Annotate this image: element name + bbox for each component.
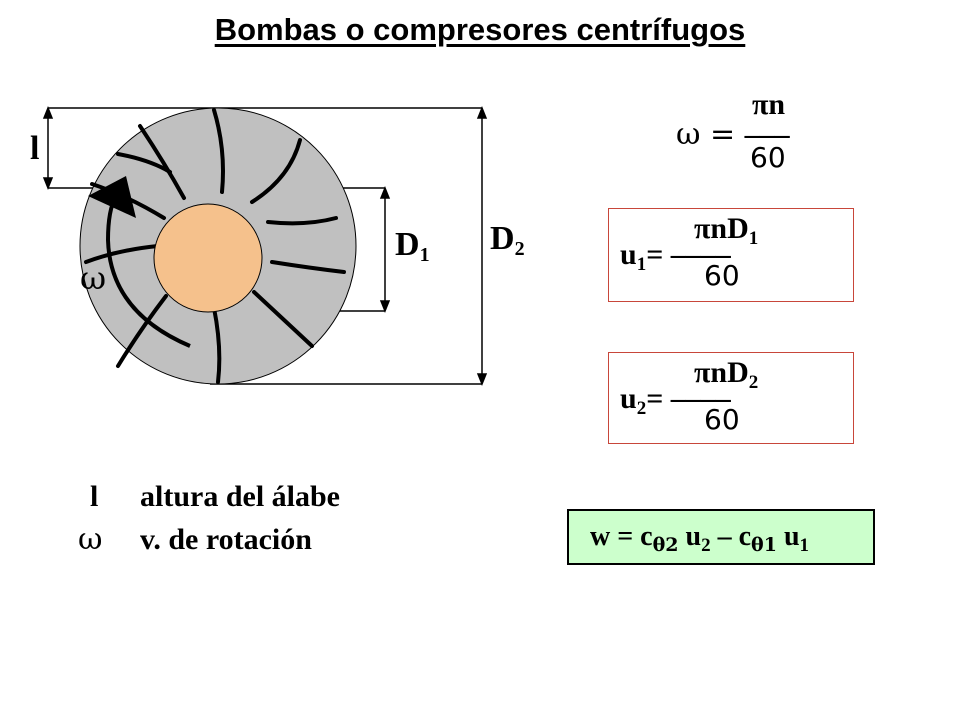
u2-numerator-base: πnD bbox=[694, 356, 749, 389]
u1-formula-box bbox=[608, 208, 854, 302]
legend-text: altura del álabe bbox=[140, 480, 340, 513]
label-d2: D2 bbox=[490, 220, 525, 260]
label-d2-base: D bbox=[490, 220, 515, 257]
omega-denominator: 60 bbox=[750, 141, 786, 174]
label-d1: D1 bbox=[395, 226, 430, 266]
u2-numerator-sub: 2 bbox=[748, 372, 759, 393]
u2-eq: = bbox=[646, 382, 671, 415]
omega-lhs: ω = ‒‒‒ bbox=[676, 120, 790, 150]
u1-numerator-base: πnD bbox=[694, 212, 749, 245]
work-sub-2: 2 bbox=[701, 535, 711, 556]
work-minus: – c bbox=[710, 521, 752, 552]
u2-formula-box bbox=[608, 352, 854, 444]
legend-item-omega: ω v. de rotación bbox=[78, 525, 312, 555]
blade bbox=[116, 152, 172, 174]
blade bbox=[138, 124, 186, 200]
u1-lhs: u1= ‒‒‒‒ bbox=[620, 238, 731, 275]
label-d2-sub: 2 bbox=[514, 238, 525, 260]
work-end: u bbox=[776, 521, 800, 552]
work-equation-box bbox=[567, 509, 875, 565]
omega-numerator: πn bbox=[752, 88, 786, 121]
blade bbox=[212, 108, 225, 194]
omega-fraction-bar: ‒‒‒ bbox=[744, 118, 790, 151]
work-equation: w = cθ2 u2 – cθ1 u1 bbox=[590, 521, 810, 556]
rotation-arc bbox=[105, 195, 191, 348]
dimension-arrows bbox=[42, 105, 488, 387]
page-title: Bombas o compresores centrífugos bbox=[214, 12, 746, 47]
legend-symbol: ω bbox=[78, 522, 103, 557]
u1-lhs-base: u bbox=[620, 238, 637, 271]
work-sub-1: 1 bbox=[799, 535, 810, 556]
u2-lhs-sub: 2 bbox=[636, 398, 647, 419]
u1-numerator: πnD1 bbox=[694, 212, 759, 249]
u2-fraction-bar: ‒‒‒‒ bbox=[670, 382, 731, 415]
u1-lhs-sub: 1 bbox=[636, 254, 647, 275]
blade bbox=[84, 244, 160, 264]
label-d1-sub: 1 bbox=[419, 244, 430, 266]
impeller-blades bbox=[84, 108, 346, 384]
omega-lhs-text: ω = bbox=[676, 117, 745, 152]
legend-item-l: l altura del álabe bbox=[90, 482, 340, 512]
label-d1-base: D bbox=[395, 226, 420, 263]
work-sub-theta1: θ1 bbox=[751, 534, 777, 556]
label-omega: ω bbox=[80, 259, 107, 297]
legend-text: v. de rotación bbox=[140, 523, 312, 556]
work-w: w = c bbox=[590, 521, 653, 552]
u1-denominator: 60 bbox=[704, 259, 740, 292]
rotation-arrowhead bbox=[88, 176, 136, 218]
work-sub-theta2: θ2 bbox=[652, 534, 679, 556]
blade bbox=[212, 306, 222, 384]
blade bbox=[116, 294, 168, 368]
u1-eq: = bbox=[646, 238, 671, 271]
u2-denominator: 60 bbox=[704, 403, 740, 436]
u2-lhs: u2= ‒‒‒‒ bbox=[620, 382, 731, 419]
blade bbox=[250, 138, 302, 204]
u2-numerator: πnD2 bbox=[694, 356, 759, 393]
u1-numerator-sub: 1 bbox=[748, 228, 759, 249]
impeller-hub bbox=[153, 203, 263, 313]
work-mid: u bbox=[678, 521, 702, 552]
legend-symbol: l bbox=[90, 480, 99, 513]
blade bbox=[266, 216, 338, 226]
blade bbox=[270, 260, 346, 274]
blade bbox=[252, 290, 314, 348]
label-l: l bbox=[30, 130, 40, 167]
u1-fraction-bar: ‒‒‒‒ bbox=[670, 238, 731, 271]
u2-lhs-base: u bbox=[620, 382, 637, 415]
